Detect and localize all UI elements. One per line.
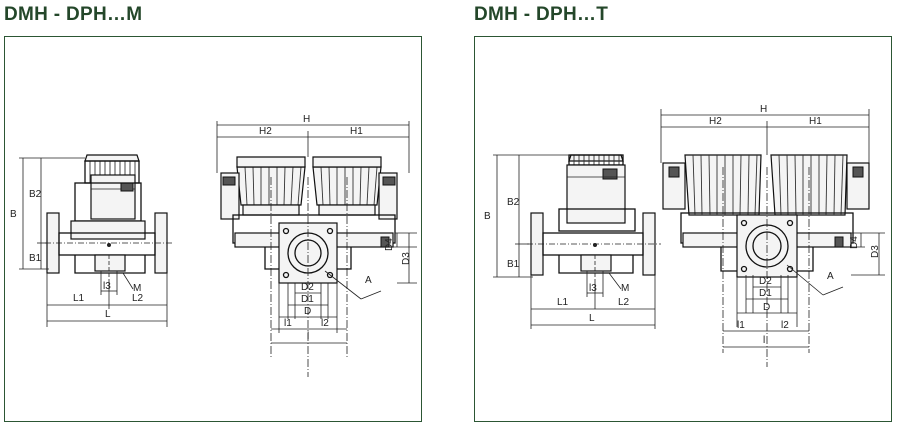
label-D: D <box>304 306 311 317</box>
drawing-panel-t: B B2 B1 l3 L1 L2 L M <box>474 36 892 422</box>
technical-drawing-t: B B2 B1 l3 L1 L2 L M <box>484 104 885 367</box>
label-L: L <box>589 313 595 324</box>
label-H: H <box>303 114 310 125</box>
label-L2: L2 <box>132 293 144 304</box>
label-H1: H1 <box>809 116 822 127</box>
terminal-box <box>90 174 136 220</box>
label-l: l <box>763 335 765 346</box>
label-D1: D1 <box>301 294 314 305</box>
label-D1: D1 <box>759 288 772 299</box>
title-left: DMH - DPH…M <box>4 4 143 25</box>
label-L: L <box>105 309 111 320</box>
side-dimensions-t: B B2 B1 l3 L1 L2 L M <box>484 154 656 329</box>
label-B1: B1 <box>29 253 42 264</box>
side-view-t <box>527 154 661 285</box>
label-l2: l2 <box>321 318 329 329</box>
label-A: A <box>827 271 834 282</box>
front-dimensions-m: H H2 H1 D4 D3 D2 D1 D l1 l2 l A <box>216 114 417 344</box>
label-L2: L2 <box>618 297 630 308</box>
label-B: B <box>484 211 491 222</box>
label-H2: H2 <box>259 126 272 137</box>
label-B: B <box>10 209 17 220</box>
label-B1: B1 <box>507 259 520 270</box>
motor-cap <box>568 154 624 166</box>
side-view-m <box>45 154 173 285</box>
side-dimensions-m: B B2 B1 l3 L1 L2 L M <box>10 157 168 327</box>
label-l1: l1 <box>284 318 292 329</box>
technical-drawing-m: B B2 B1 l3 L1 L2 L M <box>10 114 417 377</box>
label-l2: l2 <box>781 320 789 331</box>
label-H1: H1 <box>350 126 363 137</box>
label-M: M <box>621 283 629 294</box>
drawing-panel-m: B B2 B1 l3 L1 L2 L M <box>4 36 422 422</box>
label-H: H <box>760 104 767 115</box>
front-view-t <box>662 154 870 367</box>
label-B2: B2 <box>29 189 42 200</box>
label-L1: L1 <box>73 293 85 304</box>
front-dimensions-t: H H2 H1 D4 D3 D2 D1 D l1 l2 l A <box>660 104 885 348</box>
label-l1: l1 <box>737 320 745 331</box>
label-D3: D3 <box>401 252 412 265</box>
label-H2: H2 <box>709 116 722 127</box>
label-D2: D2 <box>301 282 314 293</box>
label-D4: D4 <box>849 236 860 249</box>
label-A: A <box>365 275 372 286</box>
title-right: DMH - DPH…T <box>474 4 609 25</box>
label-D: D <box>763 302 770 313</box>
label-l3: l3 <box>103 281 111 292</box>
label-D2: D2 <box>759 276 772 287</box>
label-l3: l3 <box>589 283 597 294</box>
label-D3: D3 <box>870 245 881 258</box>
label-B2: B2 <box>507 197 520 208</box>
label-l: l <box>307 331 309 342</box>
label-D4: D4 <box>384 238 395 251</box>
label-M: M <box>133 283 141 294</box>
front-view-m <box>220 156 398 377</box>
label-L1: L1 <box>557 297 569 308</box>
